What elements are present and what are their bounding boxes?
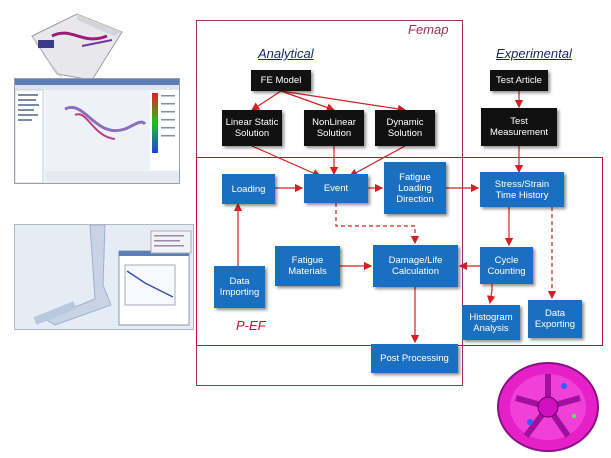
- data-importing-label: Data Importing: [219, 276, 260, 298]
- cad-model-thumbnail: [22, 6, 132, 86]
- linear-static-solution-node: Linear Static Solution: [222, 110, 282, 146]
- dynamic-solution-label: Dynamic Solution: [386, 117, 424, 139]
- histogram-analysis-label: Histogram Analysis: [469, 311, 513, 334]
- femap-frame-title: Femap: [408, 22, 449, 37]
- linear-static-solution-label: Linear Static Solution: [225, 117, 279, 139]
- test-measurement-label: Test Measurement: [489, 116, 549, 138]
- fatigue-loading-direction-node: Fatigue Loading Direction: [384, 162, 446, 214]
- dynamic-solution-node: Dynamic Solution: [375, 110, 435, 146]
- data-importing-node: Data Importing: [214, 266, 265, 308]
- event-node: Event: [304, 174, 368, 203]
- nonlinear-solution-node: NonLinear Solution: [304, 110, 364, 146]
- fe-model-node: FE Model: [251, 70, 311, 91]
- fatigue-loading-direction-label: Fatigue Loading Direction: [396, 171, 434, 205]
- loading-node: Loading: [222, 174, 275, 204]
- stress-strain-time-history-node: Stress/Strain Time History: [480, 172, 564, 207]
- histogram-analysis-node: Histogram Analysis: [462, 305, 520, 340]
- cycle-counting-label: Cycle Counting: [487, 254, 526, 277]
- analytical-heading: Analytical: [258, 46, 314, 61]
- cycle-counting-node: Cycle Counting: [480, 247, 533, 284]
- data-exporting-node: Data Exporting: [528, 300, 582, 338]
- pef-frame-title: P-EF: [236, 318, 266, 333]
- test-article-node: Test Article: [490, 70, 548, 91]
- damage-life-calculation-node: Damage/Life Calculation: [373, 245, 458, 287]
- data-exporting-label: Data Exporting: [534, 308, 576, 330]
- damage-life-calculation-label: Damage/Life Calculation: [388, 255, 443, 277]
- femap-window-thumbnail: [14, 78, 180, 184]
- wheel-contour-thumbnail: [490, 360, 602, 454]
- pef-window-thumbnail: [14, 224, 194, 330]
- stress-strain-time-history-label: Stress/Strain Time History: [494, 178, 550, 201]
- fatigue-materials-node: Fatigue Materials: [275, 246, 340, 286]
- post-processing-node: Post Processing: [371, 344, 458, 373]
- nonlinear-solution-label: NonLinear Solution: [312, 117, 356, 139]
- experimental-heading: Experimental: [496, 46, 572, 61]
- fatigue-materials-label: Fatigue Materials: [288, 255, 327, 277]
- test-measurement-node: Test Measurement: [481, 108, 557, 146]
